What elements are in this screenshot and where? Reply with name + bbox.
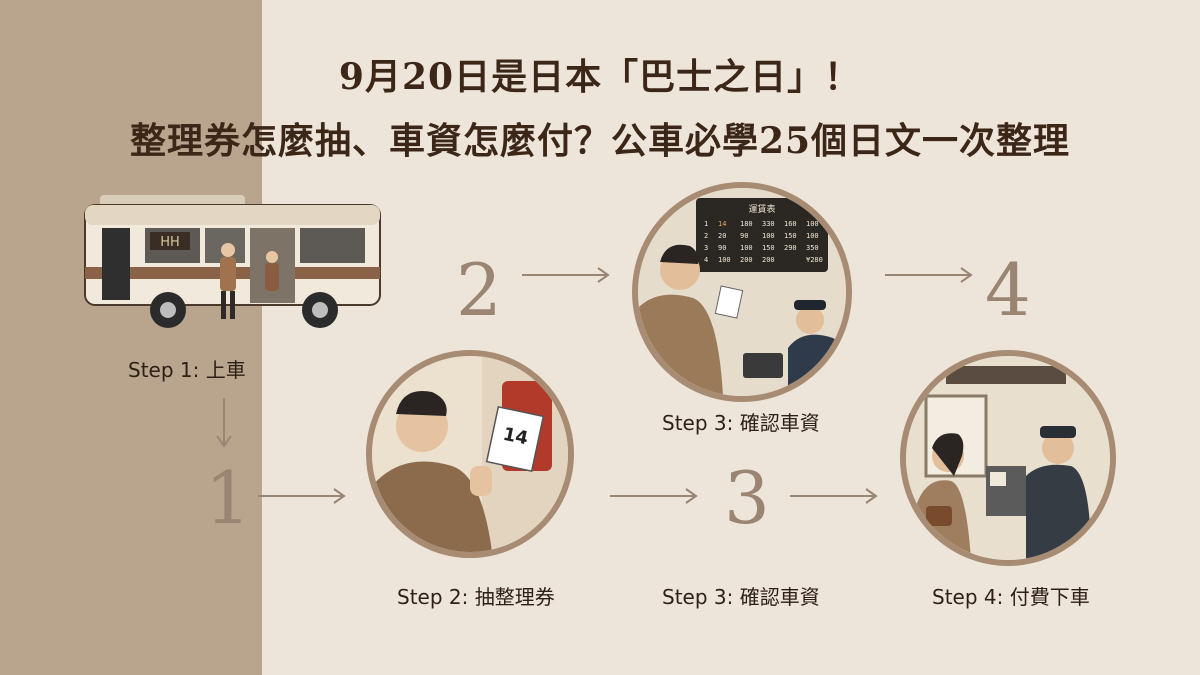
ticket: 14 [485,405,545,473]
bus-sign: HH [150,232,190,250]
fare-cell: 20 [718,232,726,240]
step-3a-label: Step 3: 確認車資 [662,411,820,435]
fare-cell: 180 [740,220,753,228]
fare-cell: 350 [806,244,819,252]
arrow-right-3 [885,267,973,283]
fare-cell: 100 [718,256,731,264]
step-number-2: 2 [456,248,502,332]
fare-cell: 100 [740,244,753,252]
fare-board: 運賃表 1 14 180 330 160 100 2 20 90 100 150 100 3 90 100 1… [696,198,828,272]
ticket-number: 14 [501,424,530,450]
fare-cell: ¥280 [806,256,823,264]
fare-cell: 290 [784,244,797,252]
fare-cell: 2 [704,232,708,240]
ticket-scene-circle: 14 [366,350,574,558]
fare-cell: 160 [784,220,797,228]
fare-cell: 100 [762,232,775,240]
fare-cell: 100 [806,232,819,240]
step-4-label: Step 4: 付費下車 [932,585,1090,609]
left-band [0,0,262,675]
page-title: 9月20日是日本「巴士之日」！ [338,56,862,98]
bus-sign-text: HH [160,235,180,250]
fare-cell: 1 [704,220,708,228]
arrow-right-1 [258,488,346,504]
payment-scene-circle [900,350,1116,566]
fare-cell: 90 [740,232,748,240]
fare-board-title: 運賃表 [748,203,775,215]
bus-illustration: HH [84,195,381,328]
step-1-label: Step 1: 上車 [128,358,246,382]
fare-cell: 4 [704,256,708,264]
fare-cell: 200 [740,256,753,264]
fare-cell: 3 [704,244,708,252]
page-subtitle: 整理券怎麼抽、車資怎麼付？公車必學25個日文一次整理 [129,120,1071,162]
arrow-right-5 [790,488,878,504]
arrow-right-4 [610,488,698,504]
fare-cell: 150 [762,244,775,252]
arrow-down [216,398,232,448]
step-3b-label: Step 3: 確認車資 [662,585,820,609]
step-2-label: Step 2: 抽整理券 [397,585,555,609]
step-number-4: 4 [985,248,1031,332]
step-number-1: 1 [205,456,251,540]
fare-board-circle: 運賃表 1 14 180 330 160 100 2 20 90 100 150 100 3 90 100 1… [632,182,852,402]
fare-cell: 14 [718,220,726,228]
arrow-right-2 [522,267,610,283]
fare-cell: 90 [718,244,726,252]
fare-cell: 100 [806,220,819,228]
fare-cell: 330 [762,220,775,228]
fare-cell: 150 [784,232,797,240]
step-number-3: 3 [724,456,770,540]
fare-cell: 200 [762,256,775,264]
